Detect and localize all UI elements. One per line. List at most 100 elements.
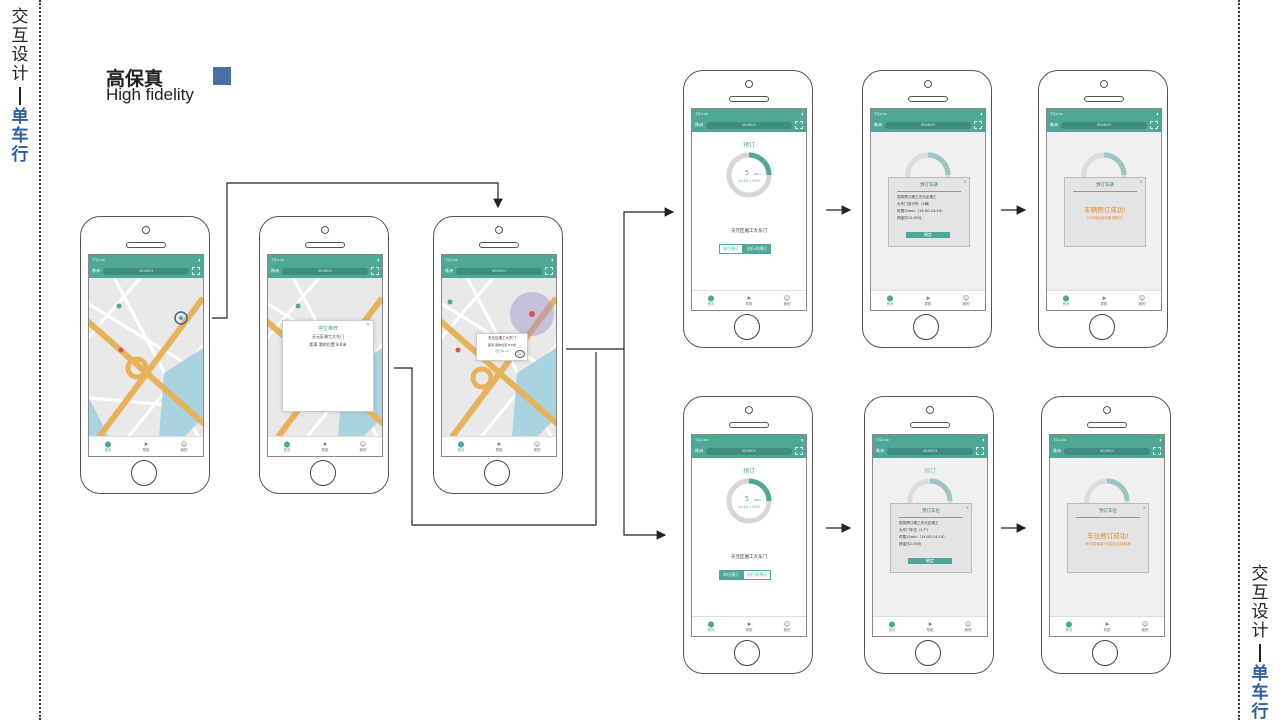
tab-navigate[interactable]: ➤导航 xyxy=(746,621,753,633)
tab-home[interactable]: ⬤首页 xyxy=(284,441,291,453)
city-selector[interactable]: 株洲 xyxy=(695,122,703,127)
confirm-button[interactable]: 确定 xyxy=(908,558,952,564)
bike-booking-button[interactable]: 自行车预订 xyxy=(743,244,771,254)
map-view[interactable] xyxy=(89,278,203,437)
tab-home[interactable]: ⬤首页 xyxy=(1066,621,1073,633)
battery-icon: ▮ xyxy=(198,257,200,262)
tab-home[interactable]: ⬤首页 xyxy=(458,441,465,453)
label-char: 车 xyxy=(11,126,29,146)
status-bar: 下午2:00▮ xyxy=(692,435,806,444)
home-button xyxy=(913,314,939,340)
tab-navigate[interactable]: ➤导航 xyxy=(322,441,329,453)
park-booking-button[interactable]: 车位预订 xyxy=(719,244,743,254)
left-vertical-label: 交 互 设 计 单 车 行 xyxy=(8,8,32,165)
close-icon[interactable]: × xyxy=(1142,505,1146,510)
tab-label: 导航 xyxy=(1100,301,1108,306)
home-button xyxy=(131,460,157,486)
tab-mine[interactable]: ☺我的 xyxy=(784,295,791,307)
tab-navigate[interactable]: ➤导航 xyxy=(1101,295,1108,307)
tab-mine[interactable]: ☺我的 xyxy=(534,441,541,453)
scan-icon[interactable] xyxy=(795,121,803,129)
search-input[interactable]: SEARCH xyxy=(885,121,971,129)
tab-mine[interactable]: ☺我的 xyxy=(360,441,367,453)
search-input[interactable]: SEARCH xyxy=(1061,121,1147,129)
navigate-icon: ➤ xyxy=(143,440,149,448)
tab-navigate[interactable]: ➤导航 xyxy=(1104,621,1111,633)
tab-mine[interactable]: ☺我的 xyxy=(181,441,188,453)
tab-home[interactable]: ⬤首页 xyxy=(1063,295,1070,307)
city-selector[interactable]: 株洲 xyxy=(1050,122,1058,127)
status-time: 下午2:00 xyxy=(1050,111,1063,116)
popup-counts: 自行车 12 xyxy=(495,349,509,353)
search-input[interactable]: SEARCH xyxy=(1064,447,1150,455)
close-icon[interactable]: × xyxy=(965,505,969,510)
user-icon: ☺ xyxy=(1138,294,1146,302)
search-input[interactable]: SEARCH xyxy=(706,121,792,129)
park-booking-button[interactable]: 车位预订 xyxy=(719,570,743,580)
success-message: 车位预订成功! xyxy=(1087,532,1129,540)
confirm-button[interactable]: 确定 xyxy=(906,232,950,238)
tab-home[interactable]: ⬤首页 xyxy=(105,441,112,453)
close-icon[interactable]: × xyxy=(963,179,967,184)
app-bar: 株洲 SEARCH xyxy=(268,264,382,278)
camera xyxy=(926,406,934,414)
tab-mine[interactable]: ☺我的 xyxy=(1139,295,1146,307)
tab-mine[interactable]: ☺我的 xyxy=(784,621,791,633)
search-input[interactable]: SEARCH xyxy=(706,447,792,455)
tab-home[interactable]: ⬤首页 xyxy=(889,621,896,633)
city-selector[interactable]: 株洲 xyxy=(874,122,882,127)
tab-mine[interactable]: ☺我的 xyxy=(965,621,972,633)
tab-navigate[interactable]: ➤导航 xyxy=(143,441,150,453)
city-selector[interactable]: 株洲 xyxy=(876,448,884,453)
search-input[interactable]: SEARCH xyxy=(456,267,542,275)
city-selector[interactable]: 株洲 xyxy=(695,448,703,453)
bike-success-modal: × 预订车辆 车辆预订成功! （5分钟后自动取消预订） xyxy=(1064,177,1146,247)
tab-navigate[interactable]: ➤导航 xyxy=(746,295,753,307)
city-selector[interactable]: 株洲 xyxy=(271,268,279,273)
bike-booking-button[interactable]: 自行车预订 xyxy=(743,570,771,580)
app-screen: 下午2:00▮ 株洲 SEARCH × 预订车辆 您将预订湘工天元区湘工 大东门… xyxy=(870,108,986,311)
tab-label: 我的 xyxy=(359,447,367,452)
battery-icon: ▮ xyxy=(801,437,803,442)
tab-mine[interactable]: ☺我的 xyxy=(963,295,970,307)
app-screen: 下午2:00▮ 株洲 SEARCH 预订 × 预订车位 您将预订湘工天元区湘工 … xyxy=(872,434,988,637)
search-input[interactable]: SEARCH xyxy=(887,447,973,455)
scan-icon[interactable] xyxy=(974,121,982,129)
camera xyxy=(924,80,932,88)
tab-navigate[interactable]: ➤导航 xyxy=(927,621,934,633)
city-selector[interactable]: 株洲 xyxy=(92,268,100,273)
map-view[interactable]: × 停位推荐 天元区湘工大东门 距离 我的位置 8.6米 xyxy=(268,278,382,437)
scan-icon[interactable] xyxy=(192,267,200,275)
tab-navigate[interactable]: ➤导航 xyxy=(925,295,932,307)
close-icon[interactable]: × xyxy=(1139,179,1143,184)
scan-icon[interactable] xyxy=(1150,121,1158,129)
close-icon[interactable]: × xyxy=(365,322,370,328)
tab-home[interactable]: ⬤首页 xyxy=(708,621,715,633)
scan-icon[interactable] xyxy=(545,267,553,275)
tab-navigate[interactable]: ➤导航 xyxy=(496,441,503,453)
city-selector[interactable]: 株洲 xyxy=(445,268,453,273)
countdown-minutes: 5 xyxy=(745,495,749,503)
app-bar: 株洲 SEARCH xyxy=(1047,118,1161,132)
battery-icon: ▮ xyxy=(551,257,553,262)
scan-icon[interactable] xyxy=(795,447,803,455)
map-view[interactable]: 天元区湘工大东门 距离 我的位置 8.6米 自行车 12 预订 xyxy=(442,278,556,437)
scan-icon[interactable] xyxy=(371,267,379,275)
search-input[interactable]: SEARCH xyxy=(103,267,189,275)
tab-label: 我的 xyxy=(783,627,791,632)
tab-home[interactable]: ⬤首页 xyxy=(708,295,715,307)
label-dash xyxy=(1259,644,1261,662)
reserve-badge[interactable]: 预订 xyxy=(514,350,525,358)
status-time: 下午2:00 xyxy=(92,257,105,262)
scan-icon[interactable] xyxy=(1153,447,1161,455)
status-bar: 下午2:00 ▮ xyxy=(89,255,203,264)
tab-mine[interactable]: ☺我的 xyxy=(1142,621,1149,633)
label-char: 互 xyxy=(11,26,29,46)
city-selector[interactable]: 株洲 xyxy=(1053,448,1061,453)
booking-location: 天元区湘工大东门 xyxy=(731,229,767,234)
speaker xyxy=(729,96,769,102)
tab-label: 我的 xyxy=(1141,627,1149,632)
scan-icon[interactable] xyxy=(976,447,984,455)
search-input[interactable]: SEARCH xyxy=(282,267,368,275)
tab-home[interactable]: ⬤首页 xyxy=(887,295,894,307)
